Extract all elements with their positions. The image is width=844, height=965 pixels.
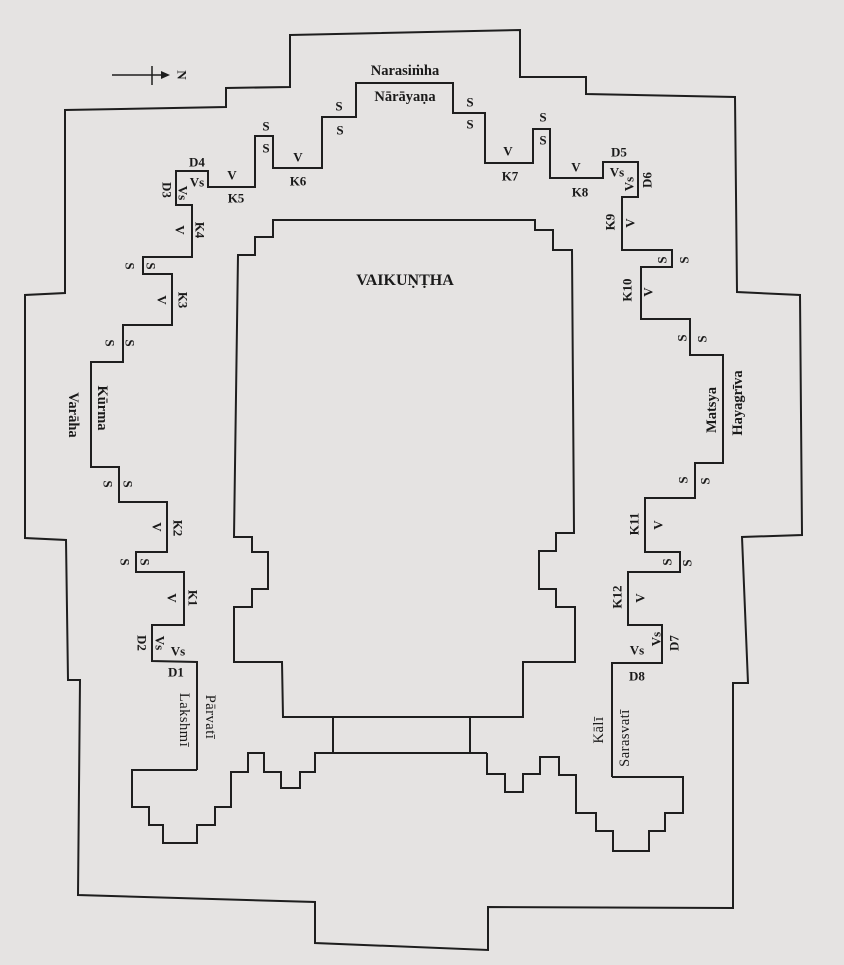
label-vs: Vs (622, 177, 637, 191)
label-v: V (623, 218, 638, 228)
label-s: S (101, 480, 116, 487)
label-v: V (503, 144, 513, 159)
label-s: S (138, 558, 153, 565)
north-arrow: N (112, 66, 190, 85)
label-vs: Vs (649, 632, 664, 646)
label-v: V (651, 520, 666, 530)
label-s: S (103, 339, 118, 346)
label-s: S (655, 256, 670, 263)
label-s: S (336, 123, 343, 138)
label-v: V (150, 522, 165, 532)
vaikuntha-shrine-outline (232, 219, 576, 718)
label-vs: Vs (610, 165, 624, 180)
shrine-ring-wall (90, 82, 724, 777)
label-s: S (698, 477, 713, 484)
label-s: S (121, 480, 136, 487)
label-v: V (571, 160, 581, 175)
label-k5: K5 (228, 191, 245, 206)
label-k11: K11 (627, 513, 642, 535)
label-v: V (293, 150, 303, 165)
label-k4: K4 (193, 222, 208, 239)
label-k6: K6 (290, 174, 307, 189)
label-s: S (118, 558, 133, 565)
label-s: S (660, 558, 675, 565)
label-s: S (466, 117, 473, 132)
label-vs: Vs (176, 186, 191, 200)
label-d4: D4 (189, 155, 205, 170)
shrine-narayana: Nārāyaṇa (374, 89, 436, 105)
label-d7: D7 (667, 635, 682, 651)
label-v: V (641, 287, 656, 297)
label-s: S (539, 110, 546, 125)
label-s: S (695, 335, 710, 342)
shrine-narasimha: Narasiṁha (371, 63, 440, 79)
label-d5: D5 (611, 145, 627, 160)
shrine-hayagriva: Hayagrīva (730, 370, 746, 436)
label-d8: D8 (629, 669, 645, 684)
shrine-kurma: Kūrma (94, 385, 110, 431)
lower-right-wall (486, 753, 684, 852)
label-s: S (675, 334, 690, 341)
label-s: S (466, 95, 473, 110)
label-s: S (144, 262, 159, 269)
label-d3: D3 (160, 182, 175, 198)
label-d6: D6 (640, 172, 655, 188)
label-k3: K3 (176, 292, 191, 309)
label-k10: K10 (620, 278, 635, 301)
label-k1: K1 (186, 590, 201, 607)
label-s: S (262, 141, 269, 156)
shrine-lakshmi: Lakshmī (176, 693, 192, 748)
label-s: S (676, 476, 691, 483)
label-v: V (633, 593, 648, 603)
vaikuntha-title: VAIKUṆṬHA (356, 272, 454, 289)
shrine-parvati: Pārvatī (202, 695, 218, 740)
shrine-varaha: Varāha (65, 392, 81, 438)
north-label: N (175, 70, 190, 80)
label-vs: Vs (630, 643, 644, 658)
label-k7: K7 (502, 169, 519, 184)
label-s: S (539, 133, 546, 148)
label-s: S (123, 339, 138, 346)
label-k12: K12 (610, 585, 625, 608)
label-s: S (677, 256, 692, 263)
shrine-kali: Kālī (591, 716, 607, 743)
outer-enclosure-wall (24, 28, 804, 952)
lower-left-wall (131, 752, 487, 844)
label-k2: K2 (171, 520, 186, 537)
label-vs: Vs (190, 175, 204, 190)
label-s: S (262, 119, 269, 134)
label-s: S (335, 99, 342, 114)
label-d1: D1 (168, 665, 184, 680)
label-s: S (123, 262, 138, 269)
label-s: S (680, 559, 695, 566)
label-k9: K9 (603, 213, 618, 230)
label-v: V (155, 295, 170, 305)
label-v: V (173, 225, 188, 235)
shrine-sarasvati: Sarasvatī (617, 709, 633, 767)
label-vs: Vs (171, 644, 185, 659)
label-vs: Vs (153, 636, 168, 650)
label-k8: K8 (572, 185, 589, 200)
label-v: V (227, 168, 237, 183)
shrine-matsya: Matsya (704, 386, 720, 433)
label-v: V (165, 593, 180, 603)
label-d2: D2 (135, 635, 150, 651)
